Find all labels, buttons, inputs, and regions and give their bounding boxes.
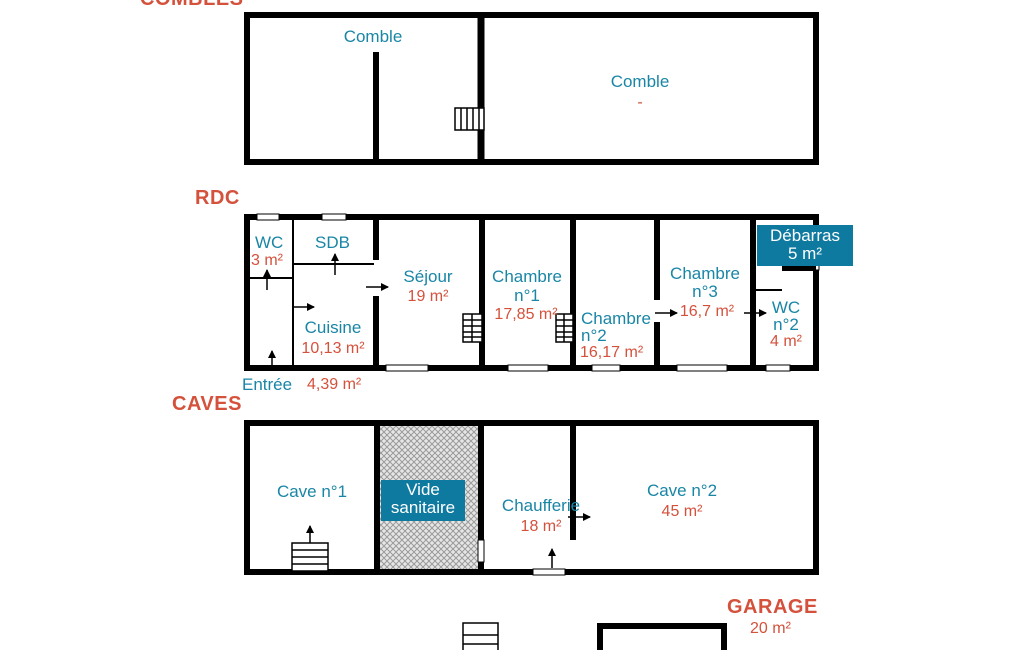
combles-room2-label: Comble	[610, 72, 670, 91]
cuisine-area: 10,13 m²	[301, 340, 365, 357]
combles-stairs	[454, 107, 485, 131]
combles-outline	[244, 12, 819, 165]
chaufferie-label: Chaufferie	[501, 496, 581, 515]
sdb-label: SDB	[315, 233, 350, 252]
cave2-area: 45 m²	[661, 503, 703, 520]
debarras-label: Débarras	[770, 226, 840, 245]
rdc-stairs-chambre2	[555, 313, 574, 343]
garage-level	[462, 622, 727, 650]
chambre2-area: 16,17 m²	[580, 344, 644, 361]
floor-title-garage: GARAGE	[727, 596, 818, 618]
cave1-label: Cave n°1	[276, 482, 348, 501]
sejour-area: 19 m²	[407, 288, 449, 305]
rdc-thin-walls	[249, 220, 782, 368]
chambre1-label-line1: Chambre	[492, 267, 562, 286]
chambre3-area: 16,7 m²	[679, 303, 735, 320]
debarras-badge: Débarras 5 m²	[757, 225, 853, 266]
vide-sanitaire-label-line2: sanitaire	[390, 497, 456, 517]
chambre3-label-line1: Chambre	[670, 264, 740, 283]
wc1-area: 3 m²	[251, 252, 283, 269]
floor-title-combles: COMBLES	[140, 0, 244, 10]
caves-door-arrows	[306, 513, 591, 568]
chambre2-label-line2: n°2	[581, 326, 607, 345]
garage-outline	[597, 623, 727, 650]
floor-title-rdc: RDC	[195, 187, 240, 209]
garage-stairs	[462, 622, 499, 650]
vide-sanitaire-badge: Vide sanitaire	[381, 480, 465, 521]
wc2-label-line1: WC	[771, 298, 801, 317]
wc2-label-line2: n°2	[773, 315, 799, 334]
floor-title-caves: CAVES	[172, 393, 242, 415]
chambre1-label-line2: n°1	[514, 286, 540, 305]
rdc-interior-walls	[373, 217, 816, 368]
wc2-area: 4 m²	[770, 333, 802, 350]
rdc-stairs-chambre1	[462, 313, 483, 343]
sejour-label: Séjour	[403, 267, 453, 286]
debarras-area: 5 m²	[788, 243, 822, 263]
combles-room1-label: Comble	[343, 27, 403, 46]
entree-label: Entrée	[242, 375, 293, 394]
combles-room2-area: -	[637, 94, 643, 111]
garage-area: 20 m²	[750, 620, 791, 637]
entree-area: 4,39 m²	[307, 376, 362, 393]
caves-outline	[244, 420, 819, 575]
combles-level	[244, 12, 819, 165]
chaufferie-area: 18 m²	[520, 518, 562, 535]
wc1-label: WC	[255, 233, 284, 252]
cuisine-label: Cuisine	[304, 318, 362, 337]
chambre1-area: 17,85 m²	[494, 306, 558, 323]
chambre2-label-line1: Chambre	[581, 309, 651, 328]
chambre3-label-line2: n°3	[692, 282, 718, 301]
cave2-label: Cave n°2	[646, 481, 718, 500]
vide-sanitaire-label-line1: Vide	[406, 480, 440, 499]
caves-stairs	[291, 542, 329, 572]
caves-windows	[477, 539, 566, 576]
